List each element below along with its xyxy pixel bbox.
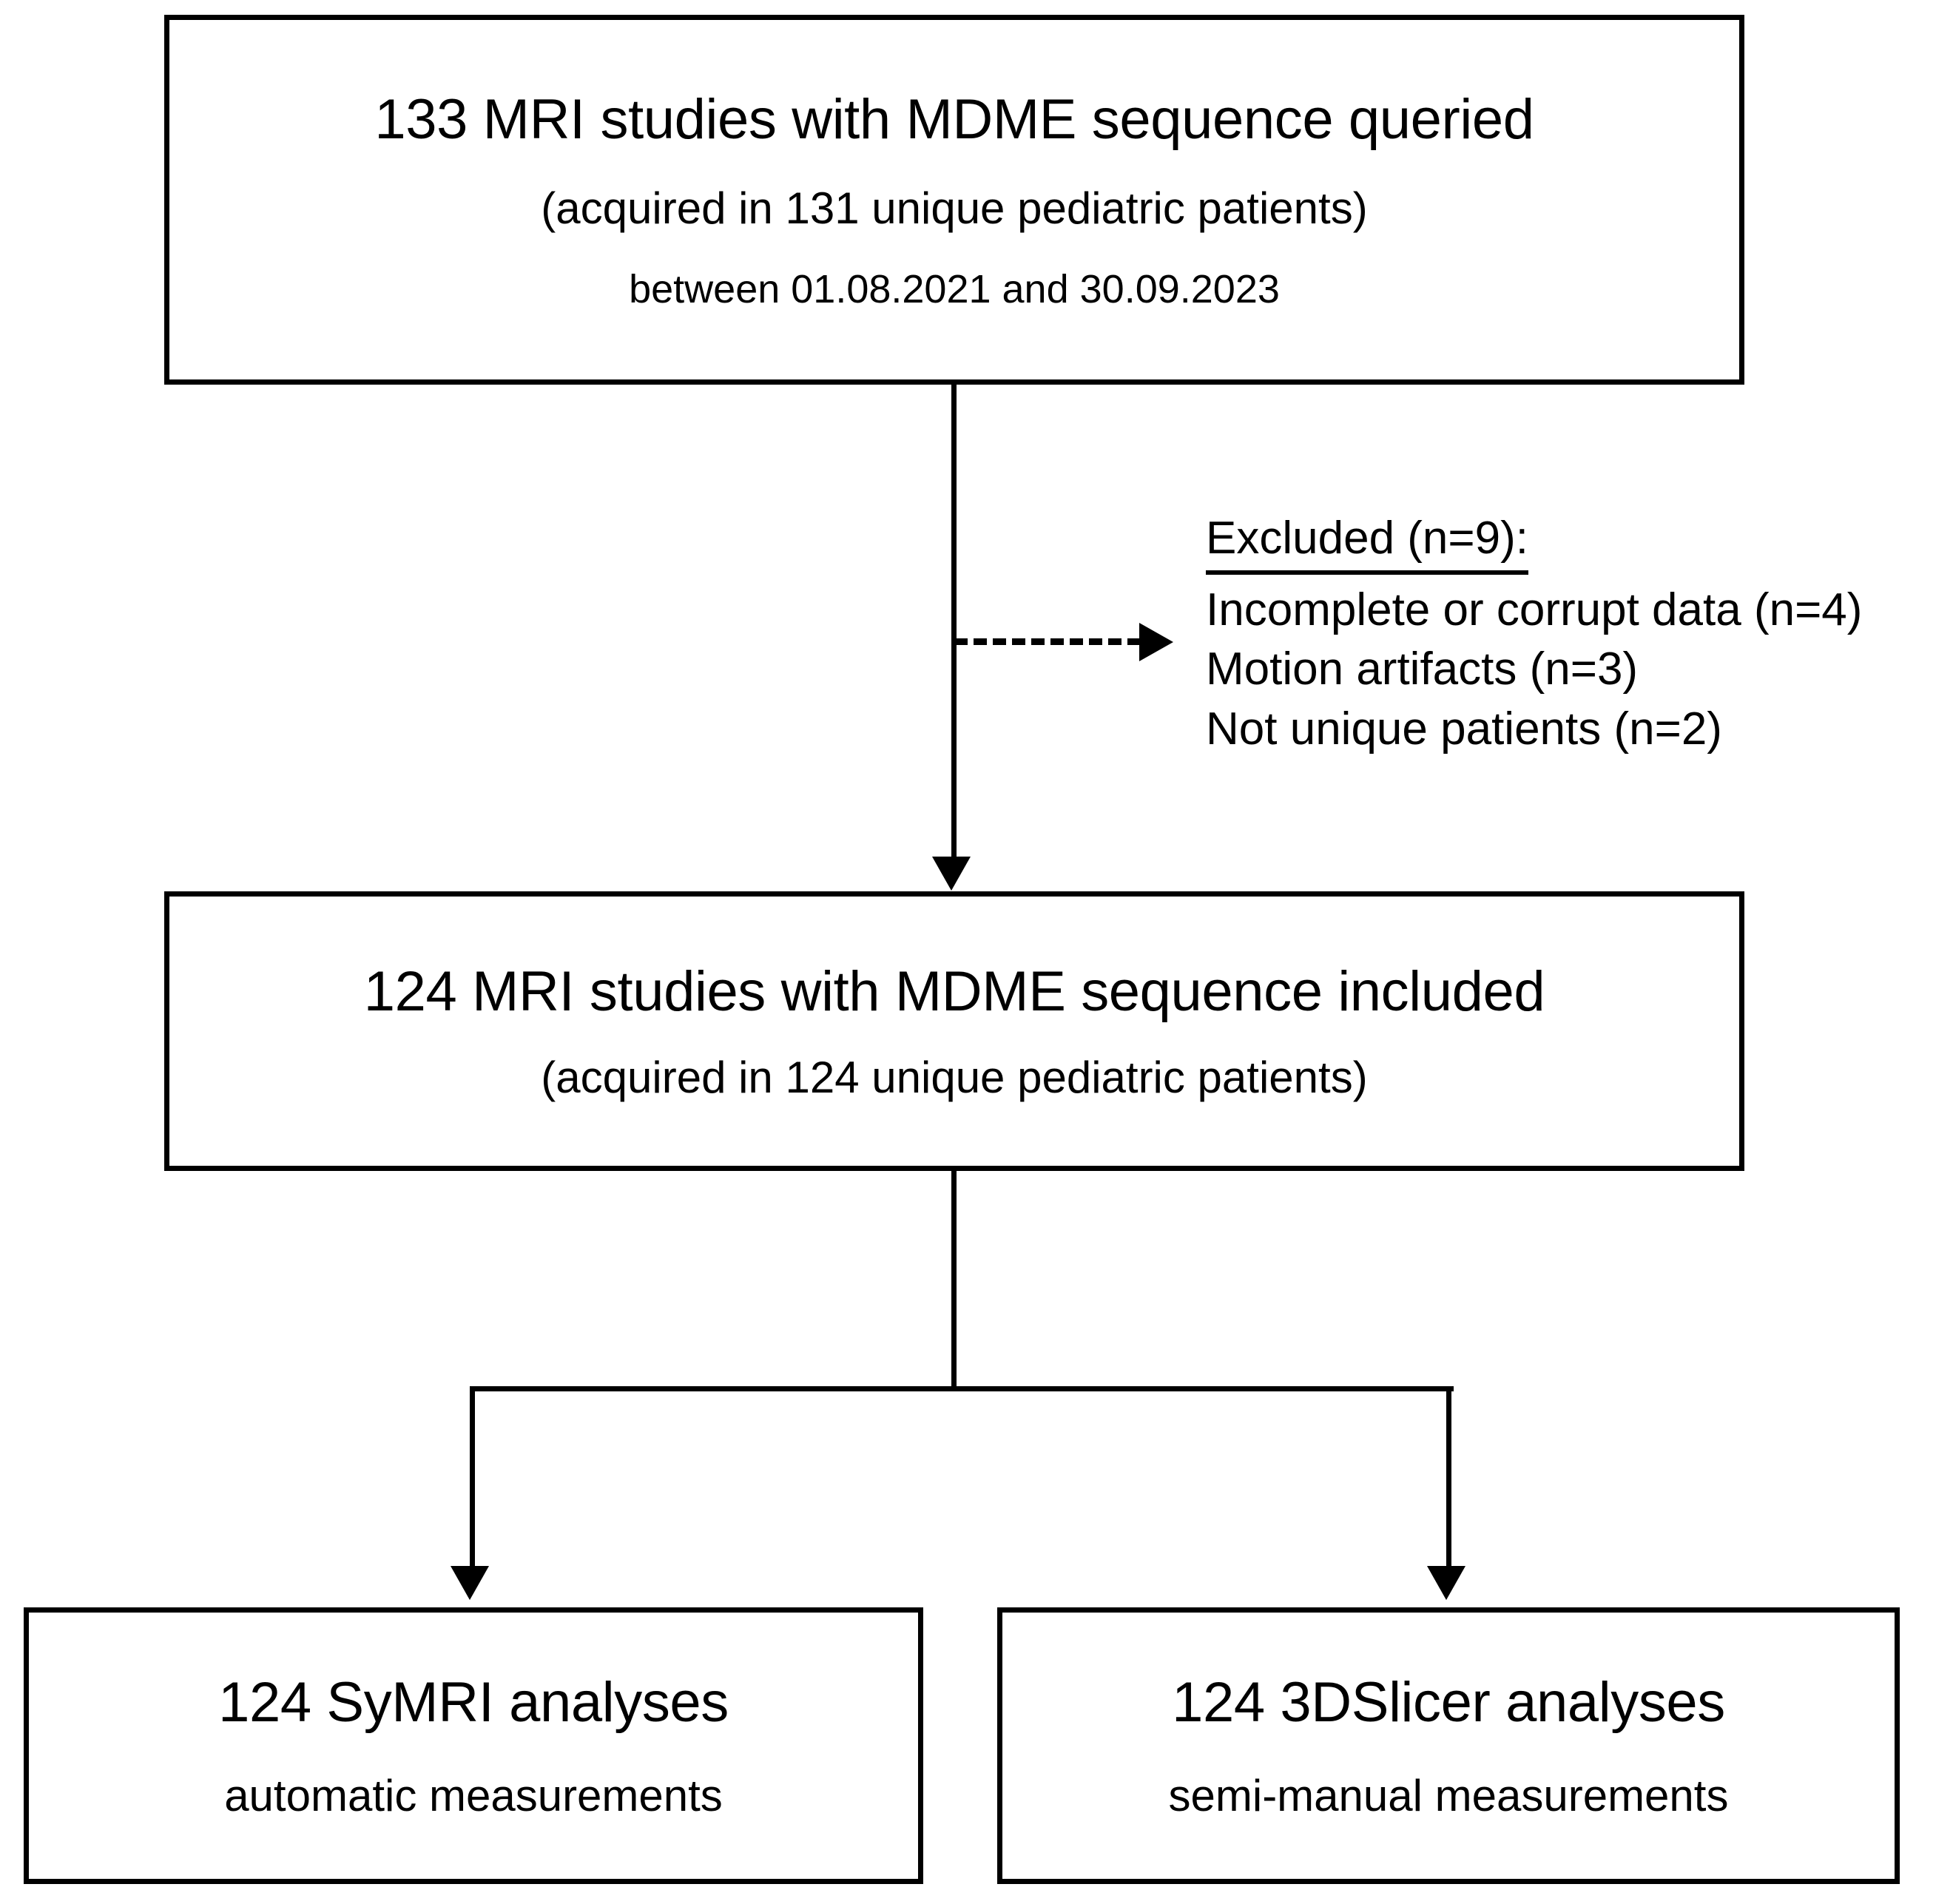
exclusion-reason-motion-artifacts: Motion artifacts (n=3): [1206, 644, 1639, 695]
box-symri-analyses-subtitle: automatic measurements: [224, 1770, 723, 1820]
box-symri-analyses: 124 SyMRI analyses automatic measurement…: [24, 1607, 923, 1884]
connector-queried-to-included-line: [951, 385, 957, 858]
box-studies-queried: 133 MRI studies with MDME sequence queri…: [164, 15, 1744, 385]
box-3dslicer-analyses: 124 3DSlicer analyses semi-manual measur…: [997, 1607, 1900, 1884]
box-studies-included-subtitle: (acquired in 124 unique pediatric patien…: [541, 1052, 1368, 1102]
box-studies-queried-subtitle: (acquired in 131 unique pediatric patien…: [541, 183, 1368, 233]
box-3dslicer-analyses-title: 124 3DSlicer analyses: [1172, 1670, 1725, 1734]
box-3dslicer-analyses-subtitle: semi-manual measurements: [1168, 1770, 1729, 1820]
connector-queried-to-included-arrowhead-icon: [932, 857, 971, 891]
fork-horizontal-bar: [470, 1386, 1454, 1391]
connector-included-to-fork-line: [951, 1171, 957, 1391]
fork-right-arrowhead-icon: [1427, 1566, 1465, 1600]
fork-right-branch-line: [1446, 1386, 1451, 1567]
exclusion-reason-not-unique-patients: Not unique patients (n=2): [1206, 703, 1722, 754]
exclusion-note-heading: Excluded (n=9):: [1206, 509, 1528, 575]
box-symri-analyses-title: 124 SyMRI analyses: [218, 1670, 729, 1734]
box-studies-included: 124 MRI studies with MDME sequence inclu…: [164, 891, 1744, 1171]
fork-left-branch-line: [470, 1386, 475, 1567]
exclusion-dashed-line: [954, 638, 1141, 645]
exclusion-note: Excluded (n=9): Incomplete or corrupt da…: [1206, 509, 1862, 759]
exclusion-arrowhead-icon: [1139, 623, 1173, 661]
box-studies-queried-daterange: between 01.08.2021 and 30.09.2023: [629, 266, 1280, 311]
box-studies-queried-title: 133 MRI studies with MDME sequence queri…: [374, 87, 1534, 151]
box-studies-included-title: 124 MRI studies with MDME sequence inclu…: [363, 959, 1545, 1023]
exclusion-reason-incomplete-data: Incomplete or corrupt data (n=4): [1206, 584, 1863, 635]
fork-left-arrowhead-icon: [451, 1566, 489, 1600]
